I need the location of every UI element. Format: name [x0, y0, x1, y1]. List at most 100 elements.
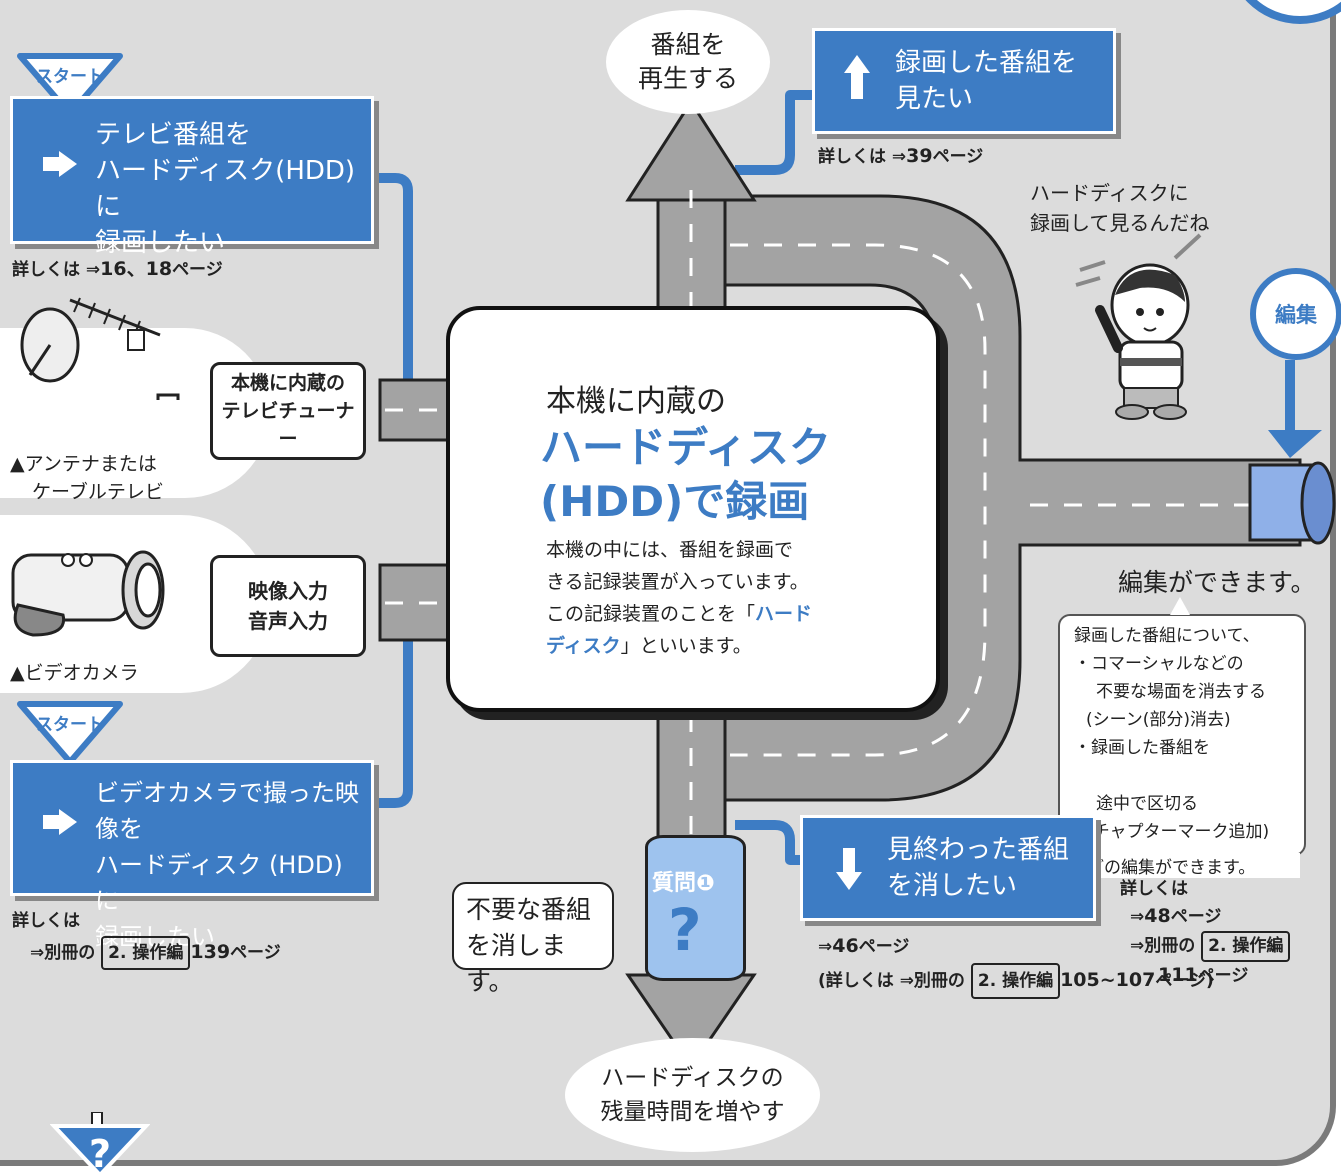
- boy-illustration-icon: [1075, 233, 1202, 420]
- record-tv-detail: 詳しくは ⇒16、18ページ: [12, 254, 223, 281]
- center-body: 本機の中には、番組を録画で きる記録装置が入っています。 この記録装置のことを「…: [546, 534, 812, 662]
- record-tv-detail-pages: 16、18: [100, 258, 173, 280]
- record-tv-line1: テレビ番組を: [95, 120, 252, 150]
- erase-box: 見終わった番組 を消したい: [800, 815, 1096, 921]
- center-subtitle: 本機に内蔵の: [546, 384, 726, 419]
- erase-detail2-prefix: (詳しくは ⇒別冊の: [818, 971, 965, 991]
- edit-detail-line3-prefix: ⇒別冊の: [1130, 936, 1196, 956]
- unneeded-bubble-line1: 不要な番組: [466, 895, 592, 924]
- record-camera-line1: ビデオカメラで撮った映像を: [95, 779, 359, 843]
- edit-detail-line2-suffix: ページ: [1170, 907, 1222, 927]
- edit-bubble-item1-line1: ・コマーシャルなどの: [1074, 654, 1244, 674]
- record-tv-box: テレビ番組を ハードディスク(HDD)に 録画したい: [10, 96, 374, 258]
- erase-line2: を消したい: [887, 871, 1018, 901]
- center-body-line3b: ハード: [755, 603, 813, 625]
- center-body-line4b: 」といいます。: [620, 635, 752, 657]
- center-body-line1: 本機の中には、番組を録画で: [546, 539, 794, 561]
- edit-detail-line2: ⇒48ページ: [1120, 903, 1290, 931]
- record-camera-text: ビデオカメラで撮った映像を ハードディスク (HDD) に 録画したい: [95, 775, 371, 955]
- center-body-line3a: この記録装置のことを「: [546, 603, 756, 625]
- watch-line1: 録画した番組を: [895, 48, 1078, 78]
- up-arrow-head: [844, 55, 870, 73]
- bottom-question-sign-icon: ?: [50, 1112, 150, 1175]
- edit-detail-line1: 詳しくは: [1120, 879, 1188, 899]
- watch-text: 録画した番組を 見たい: [895, 45, 1077, 117]
- down-arrow-icon: [843, 848, 855, 874]
- remaining-ellipse-line2: 残量時間を増やす: [600, 1099, 785, 1125]
- camera-caption: ▲ビデオカメラ: [10, 662, 139, 684]
- record-camera-line2: ハードディスク (HDD) に: [95, 851, 343, 915]
- watch-line2: 見たい: [895, 84, 974, 114]
- erase-text: 見終わった番組 を消したい: [887, 832, 1069, 904]
- watch-detail-page: 39: [906, 145, 933, 167]
- edit-detail-line4-page: 111: [1158, 964, 1198, 986]
- up-arrow-icon: [851, 71, 863, 99]
- watch-detail: 詳しくは ⇒39ページ: [818, 142, 983, 167]
- edit-bubble-item1-line2: 不要な場面を消去する: [1096, 682, 1266, 702]
- remaining-ellipse-line1: ハードディスクの: [601, 1065, 784, 1091]
- question-badge: 質問❶: [652, 865, 715, 897]
- edit-title: 編集ができます。: [1118, 568, 1316, 597]
- edit-manual-badge: 2. 操作編: [1201, 931, 1291, 962]
- corner-badge: [1245, 0, 1341, 24]
- center-body-line4: ディスク」といいます。: [546, 630, 812, 662]
- record-tv-line3: 録画したい: [95, 228, 226, 258]
- start-badge-bottom-label: スタート: [36, 715, 104, 735]
- edit-bubble: 録画した番組について、 ・コマーシャルなどの 不要な場面を消去する (シーン(部…: [1058, 614, 1306, 824]
- edit-bubble-item2-line1: ・録画した番組を: [1074, 738, 1210, 758]
- center-title-line2: (HDD)で録画: [540, 477, 810, 526]
- edit-detail-line3: ⇒別冊の 2. 操作編: [1120, 931, 1291, 962]
- edit-bubble-intro: 録画した番組について、: [1074, 626, 1260, 646]
- start-badge-top-label: スタート: [36, 67, 104, 87]
- unneeded-bubble-line2: を消します。: [466, 931, 567, 996]
- edit-bubble-item2-line2: 途中で区切る: [1096, 794, 1198, 814]
- record-camera-detail-suffix: ページ: [230, 943, 281, 963]
- erase-line1: 見終わった番組: [887, 835, 1070, 865]
- antenna-caption-line2: ケーブルテレビ: [32, 481, 164, 503]
- watch-detail-suffix: ページ: [932, 147, 984, 167]
- watch-box: 録画した番組を 見たい: [812, 28, 1116, 134]
- record-camera-detail-line1: 詳しくは: [12, 911, 80, 931]
- erase-detail2-pages: 105~107: [1060, 969, 1156, 991]
- erase-detail2-suffix: ページ): [1155, 971, 1214, 991]
- record-tv-line2: ハードディスク(HDD)に: [95, 156, 356, 222]
- right-arrow-icon: [43, 157, 61, 171]
- edit-detail-line4-suffix: ページ: [1197, 966, 1249, 986]
- tuner-box: 本機に内蔵の テレビチューナー: [210, 362, 366, 460]
- center-title-line1: ハードディスク: [540, 423, 832, 472]
- remaining-ellipse: ハードディスクの 残量時間を増やす: [565, 1038, 820, 1152]
- antenna-caption: ▲アンテナまたは ケーブルテレビ: [10, 450, 164, 506]
- record-tv-detail-suffix: ページ: [172, 260, 223, 280]
- right-arrow-head-2: [59, 809, 77, 835]
- record-camera-detail-page: 139: [190, 941, 231, 963]
- erase-detail-line1: ⇒46ページ: [818, 930, 1214, 963]
- play-ellipse-line2: 再生する: [637, 64, 738, 93]
- edit-detail-line2-prefix: ⇒: [1130, 907, 1145, 927]
- center-body-line4a: ディスク: [546, 635, 621, 657]
- cable-pipe: [1248, 461, 1336, 545]
- video-camera-icon: [11, 550, 165, 637]
- center-body-line3: この記録装置のことを「ハード: [546, 598, 812, 630]
- boy-speech-line1: ハードディスクに: [1030, 181, 1189, 205]
- manual-badge: 2. 操作編: [101, 936, 191, 970]
- svg-text:?: ?: [89, 1132, 111, 1175]
- edit-bubble-tail: [1170, 597, 1190, 615]
- edit-detail: 詳しくは ⇒48ページ ⇒別冊の 2. 操作編 111ページ: [1120, 876, 1291, 990]
- record-camera-box: ビデオカメラで撮った映像を ハードディスク (HDD) に 録画したい: [10, 760, 374, 951]
- erase-detail1-prefix: ⇒: [818, 937, 833, 957]
- edit-bubble-bottom: 途中で区切る (チャプターマーク追加): [1058, 790, 1306, 856]
- play-ellipse: 番組を 再生する: [606, 10, 770, 114]
- edit-bubble-item1-line3: (シーン(部分)消去): [1086, 710, 1231, 730]
- start-badge-bottom: スタート: [17, 701, 123, 765]
- watch-detail-prefix: 詳しくは ⇒: [818, 147, 907, 167]
- edit-bubble-outro: などの編集ができます。: [1070, 853, 1300, 878]
- question-cylinder: [645, 835, 746, 981]
- center-body-line2: きる記録装置が入っています。: [546, 571, 809, 593]
- boy-speech: ハードディスクに 録画して見るんだね: [1030, 178, 1209, 238]
- tuner-box-line1: 本機に内蔵の: [230, 372, 345, 394]
